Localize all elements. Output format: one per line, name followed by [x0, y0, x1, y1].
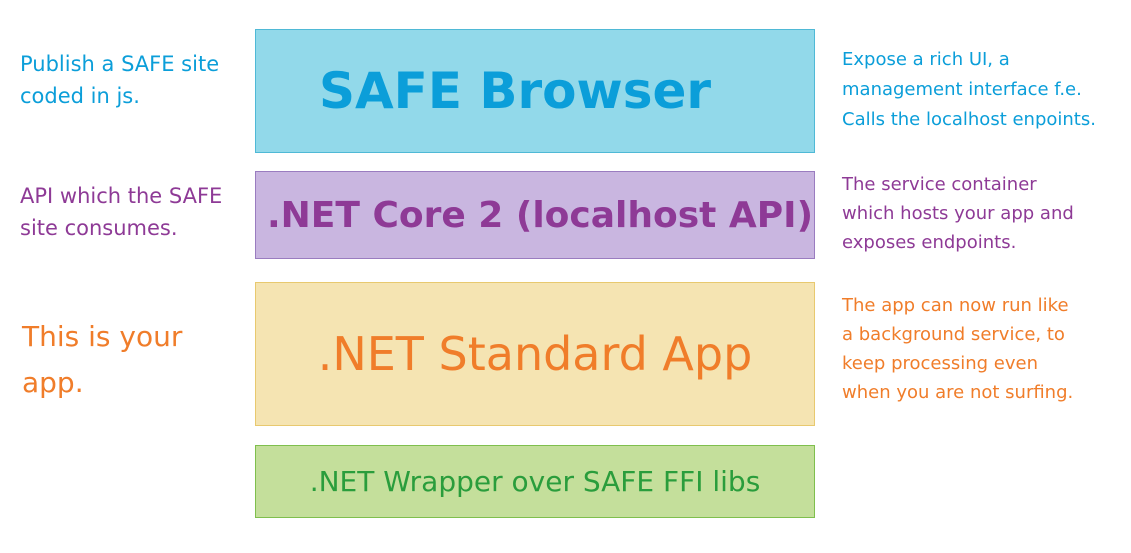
right-note-line: a background service, to: [842, 324, 1065, 345]
left-note-line: Publish a SAFE site: [20, 52, 220, 76]
right-note-line: exposes endpoints.: [842, 232, 1017, 253]
layer-net-standard-app: .NET Standard App: [255, 282, 815, 426]
left-note-line: coded in js.: [20, 84, 140, 108]
right-note-net-core: The service container which hosts your a…: [842, 170, 1074, 257]
right-note-line: when you are not surfing.: [842, 382, 1074, 403]
left-note-net-standard-app: This is your app.: [22, 314, 182, 406]
layer-net-wrapper: .NET Wrapper over SAFE FFI libs: [255, 445, 815, 518]
right-note-line: keep processing even: [842, 353, 1039, 374]
right-note-safe-browser: Expose a rich UI, a management interface…: [842, 45, 1096, 135]
left-note-line: This is your: [22, 320, 183, 353]
right-note-line: Expose a rich UI, a: [842, 49, 1010, 70]
left-note-safe-browser: Publish a SAFE site coded in js.: [20, 48, 219, 112]
right-note-line: which hosts your app and: [842, 203, 1074, 224]
left-note-line: API which the SAFE: [20, 184, 223, 208]
layer-net-core-label: .NET Core 2 (localhost API): [266, 194, 814, 236]
right-note-line: management interface f.e.: [842, 79, 1082, 100]
layer-safe-browser: SAFE Browser: [255, 29, 815, 153]
left-note-net-core: API which the SAFE site consumes.: [20, 180, 222, 244]
right-note-line: The service container: [842, 174, 1037, 195]
layer-net-wrapper-label: .NET Wrapper over SAFE FFI libs: [309, 465, 761, 498]
layer-net-core: .NET Core 2 (localhost API): [255, 171, 815, 259]
right-note-line: Calls the localhost enpoints.: [842, 109, 1096, 130]
layer-net-standard-app-label: .NET Standard App: [317, 327, 753, 381]
left-note-line: site consumes.: [20, 216, 178, 240]
layer-safe-browser-label: SAFE Browser: [318, 62, 712, 120]
left-note-line: app.: [22, 366, 84, 399]
right-note-net-standard-app: The app can now run like a background se…: [842, 291, 1073, 407]
right-note-line: The app can now run like: [842, 295, 1069, 316]
